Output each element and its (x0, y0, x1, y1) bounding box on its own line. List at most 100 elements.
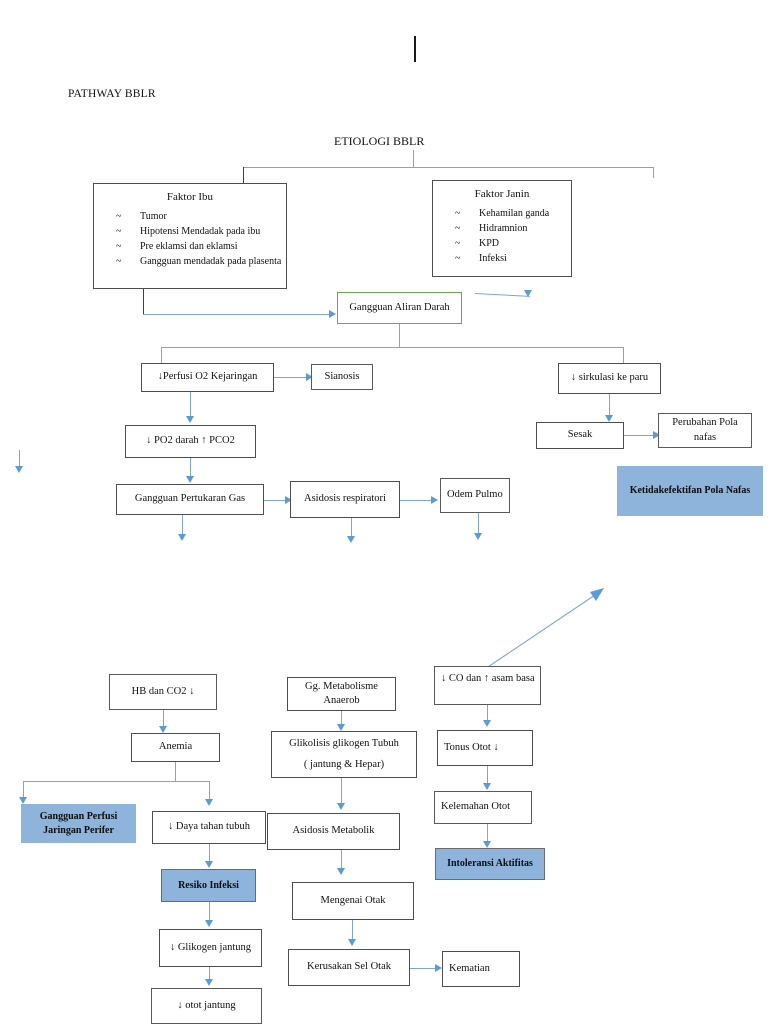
list-item-label: Infeksi (479, 253, 507, 264)
connector-asidosis-tail (351, 518, 352, 540)
node-co-dan-asam-basa: ↓ CO dan ↑ asam basa (434, 666, 541, 705)
connector-daya-to-resiko (209, 844, 210, 866)
node-glikolisis-glikogen-tubuh: Glikolisis glikogen Tubuh ( jantung & He… (271, 731, 417, 778)
connector-perfusi-to-po2 (190, 392, 191, 420)
arrowhead-intoleransi-aktifitas (483, 841, 491, 848)
list-item: ~Tumor (116, 209, 286, 224)
connector-etiologi-bus (243, 167, 653, 168)
list-item: ~KPD (455, 236, 571, 251)
node-asidosis-metabolik: Asidosis Metabolik (267, 813, 400, 850)
tilde-bullet: ~ (455, 253, 461, 264)
faktor-ibu-heading: Faktor Ibu (166, 191, 214, 203)
arrowhead-daya-tahan-tubuh (205, 799, 213, 806)
connector-otak-to-kerusakan (352, 920, 353, 945)
connector-sesak-to-perubahan (624, 435, 656, 436)
connector-kerusakan-to-kematian (410, 968, 438, 969)
connector-anemia-stem (175, 762, 176, 781)
node-kerusakan-sel-otak: Kerusakan Sel Otak (288, 949, 410, 986)
connector-gpg-to-asidosis (264, 500, 288, 501)
list-item-label: Pre eklamsi dan eklamsi (140, 241, 238, 252)
arrowhead-gpg (186, 476, 194, 483)
node-hb-dan-co2: HB dan CO2 ↓ (109, 674, 217, 710)
arrowhead-sianosis (306, 373, 313, 381)
faktor-ibu-list: ~Tumor ~Hipotensi Mendadak pada ibu ~Pre… (94, 209, 286, 269)
connector-to-faktor-janin (653, 167, 654, 178)
node-po2-pco2: ↓ PO2 darah ↑ PCO2 (125, 425, 256, 458)
etiologi-heading: ETIOLOGI BBLR (334, 134, 425, 148)
arrowhead-glikolisis (337, 724, 345, 731)
list-item: ~ Infeksi (455, 251, 571, 266)
connector-gad-stem (399, 324, 400, 347)
node-kelemahan-otot: Kelemahan Otot (434, 791, 532, 824)
list-item: ~ Pre eklamsi dan eklamsi (116, 239, 286, 254)
node-resiko-infeksi: Resiko Infeksi (161, 869, 256, 902)
list-item: ~Hipotensi Mendadak pada ibu (116, 224, 286, 239)
list-item-label: KPD (479, 238, 500, 249)
tilde-bullet: ~ (116, 256, 122, 267)
tilde-bullet: ~ (116, 226, 122, 237)
connector-glikolisis-to-asidosis (341, 778, 342, 808)
text-cursor-caret (414, 36, 416, 62)
tilde-bullet: ~ (116, 241, 122, 252)
connector-to-faktor-ibu (243, 167, 244, 186)
connector-kelemahan-to-intoleransi (487, 824, 488, 846)
node-sirkulasi-ke-paru: ↓ sirkulasi ke paru (558, 363, 661, 394)
connector-glikogen-to-otot (209, 967, 210, 984)
connector-ibu-to-gad (143, 314, 333, 315)
connector-ggmet-to-glikolisis (341, 711, 342, 729)
arrowhead-gpg-tail (178, 534, 186, 541)
arrowhead-odem-tail (474, 533, 482, 540)
node-anemia: Anemia (131, 733, 220, 762)
list-item-label: Kehamilan ganda (479, 208, 550, 219)
faktor-janin-heading: Faktor Janin (474, 188, 530, 200)
arrowhead-gangguan-perfusi-perifer (19, 797, 27, 804)
tilde-bullet: ~ (455, 208, 461, 219)
list-item: ~ Kehamilan ganda (455, 206, 571, 221)
arrowhead-left-edge-stray (15, 466, 23, 473)
node-asidosis-respiratori: Asidosis respiratori (290, 481, 400, 518)
arrowhead-janin (524, 290, 532, 297)
connector-anemia-bus (23, 781, 210, 782)
arrowhead-kelemahan-otot (483, 783, 491, 790)
node-gangguan-pertukaran-gas: Gangguan Pertukaran Gas (116, 484, 264, 515)
glikolisis-line-2: ( jantung & Hepar) (303, 759, 385, 770)
node-gangguan-perfusi-jaringan-perifer: Gangguan Perfusi Jaringan Perifer (21, 804, 136, 843)
connector-asidosis-to-otak (341, 850, 342, 874)
faktor-ibu-box: Faktor Ibu ~Tumor ~Hipotensi Mendadak pa… (93, 183, 287, 289)
faktor-janin-list: ~ Kehamilan ganda ~Hidramnion ~KPD ~ Infek… (433, 206, 571, 266)
arrowhead-resiko-infeksi (205, 861, 213, 868)
arrowhead-sesak (605, 415, 613, 422)
connector-asidosis-to-odem (400, 500, 434, 501)
node-intoleransi-aktifitas: Intoleransi Aktifitas (435, 848, 545, 880)
arrowhead-kematian (435, 964, 442, 972)
node-gangguan-aliran-darah: Gangguan Aliran Darah (337, 292, 462, 324)
connector-odem-tail (478, 513, 479, 537)
connector-gad-bus (161, 347, 623, 348)
node-gg-metabolisme-anaerob: Gg. Metabolisme Anaerob (287, 677, 396, 711)
node-tonus-otot: Tonus Otot ↓ (437, 730, 533, 766)
connector-gad-left-drop (161, 347, 162, 363)
connector-sirkulasi-to-sesak (609, 394, 610, 419)
connector-ibu-down (143, 289, 144, 314)
connector-janin-diagonal (474, 293, 530, 297)
arrowhead-glikogen-jantung (205, 920, 213, 927)
node-perfusi-o2-kejaringan: ↓Perfusi O2 Kejaringan (141, 363, 274, 392)
connector-anemia-left-drop (23, 781, 24, 801)
page-title: PATHWAY BBLR (68, 88, 156, 100)
node-ketidakefektifan-pola-nafas: Ketidakefektifan Pola Nafas (617, 466, 763, 516)
connector-resiko-to-glikogen (209, 902, 210, 926)
connector-po2-to-gpg (190, 458, 191, 480)
arrowhead-asidosis-tail (347, 536, 355, 543)
list-item: ~Gangguan mendadak pada plasenta (116, 254, 286, 269)
arrowhead-odem-pulmo (431, 496, 438, 504)
arrowhead-tonus-otot (483, 720, 491, 727)
node-daya-tahan-tubuh: ↓ Daya tahan tubuh (152, 811, 266, 844)
node-odem-pulmo: Odem Pulmo (440, 478, 510, 513)
list-item-label: Tumor (140, 211, 167, 222)
arrowhead-otot-jantung (205, 979, 213, 986)
connector-gad-right-drop (623, 347, 624, 363)
glikolisis-line-1: Glikolisis glikogen Tubuh (289, 737, 399, 749)
list-item: ~Hidramnion (455, 221, 571, 236)
node-sesak: Sesak (536, 422, 624, 449)
